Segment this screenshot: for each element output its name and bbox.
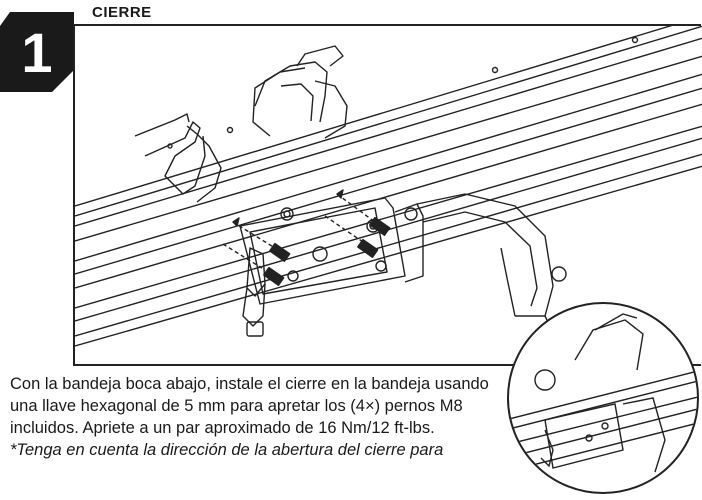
instruction-note: *Tenga en cuenta la dirección de la aber… [10,441,444,459]
step-number: 1 [21,21,52,84]
step-title: CIERRE [92,4,152,21]
zoom-detail-circle [505,300,702,495]
instruction-text-block: Con la bandeja boca abajo, instale el ci… [10,373,490,461]
tray-latch-assembly-drawing [75,26,702,347]
step-number-badge: 1 [0,12,74,92]
hexagon-badge-icon: 1 [0,12,74,92]
circular-zoom-detail-icon [507,302,699,494]
instruction-main: Con la bandeja boca abajo, instale el ci… [10,375,489,437]
